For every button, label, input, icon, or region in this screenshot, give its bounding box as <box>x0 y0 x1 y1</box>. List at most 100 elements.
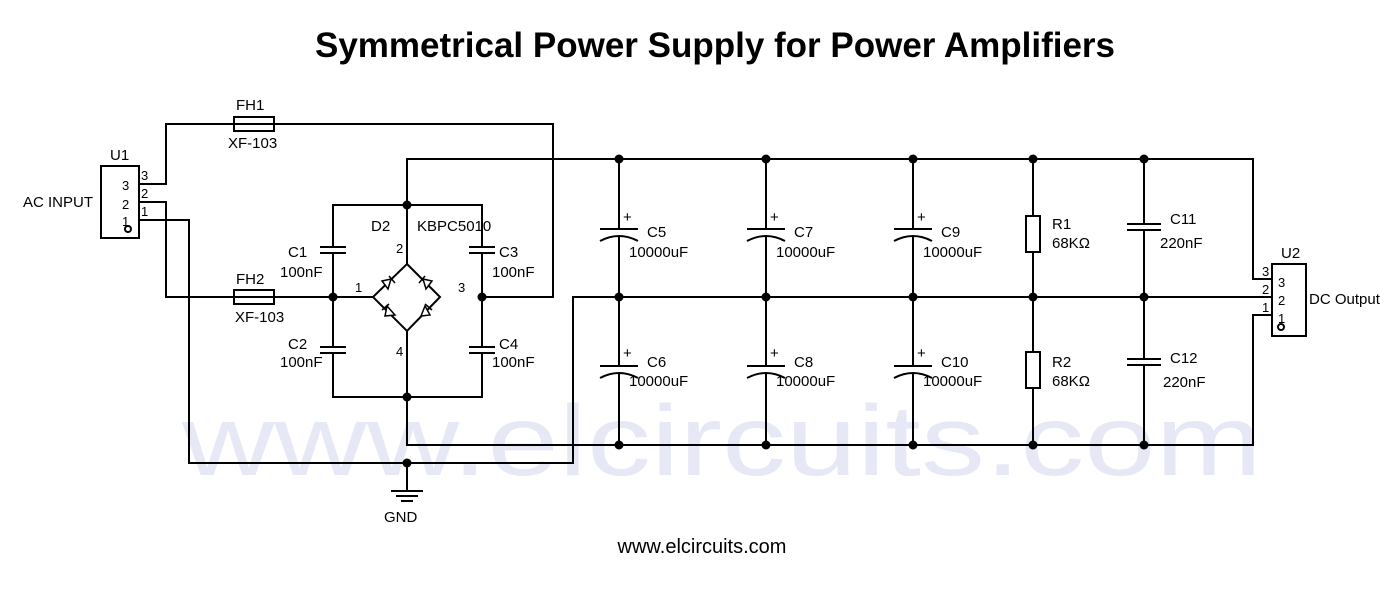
junction-dot <box>402 200 412 210</box>
cap-c4-value: 100nF <box>492 354 535 371</box>
watermark-text: www.elcircuits.com <box>181 385 1262 497</box>
junction-dot <box>908 154 918 164</box>
wires <box>139 123 1272 490</box>
output-pin-number-1: 1 <box>1262 300 1269 315</box>
output-pin-label-2: 2 <box>1278 293 1285 308</box>
capacitor-c7: + C7 10000uF <box>746 209 835 261</box>
cap-c10-value: 10000uF <box>923 373 982 390</box>
polarity-plus-icon: + <box>770 345 779 362</box>
bridge-pin-2: 2 <box>396 241 403 256</box>
ground-symbol: GND <box>384 490 423 526</box>
cap-c3-ref: C3 <box>499 244 518 261</box>
fuse-fh1: FH1 XF-103 <box>228 97 277 152</box>
cap-c9-ref: C9 <box>941 224 960 241</box>
junction-dot <box>477 292 487 302</box>
resistor-r1: R1 68KΩ <box>1025 215 1090 253</box>
cap-c11-ref: C11 <box>1170 211 1196 228</box>
ground-icon <box>391 490 423 502</box>
output-connector-ref: U2 <box>1281 245 1300 262</box>
junction-dot <box>328 292 338 302</box>
cap-c12-ref: C12 <box>1170 350 1198 367</box>
bridge-rectifier-d2: D2 KBPC5010 2 1 3 4 <box>355 218 491 359</box>
cap-c2-ref: C2 <box>288 336 307 353</box>
cap-c10-ref: C10 <box>941 354 969 371</box>
output-connector-label: DC Output <box>1309 291 1381 308</box>
cap-c2-value: 100nF <box>280 354 323 371</box>
resistor-r2-value: 68KΩ <box>1052 373 1090 390</box>
output-pin-number-2: 2 <box>1262 282 1269 297</box>
input-pin-number-1: 1 <box>141 204 148 219</box>
junction-dot <box>1028 292 1038 302</box>
polarity-plus-icon: + <box>917 209 926 226</box>
capacitor-c5: + C5 10000uF <box>599 209 688 261</box>
junction-dot <box>908 440 918 450</box>
cap-c8-value: 10000uF <box>776 373 835 390</box>
resistor-r2: R2 68KΩ <box>1025 351 1090 390</box>
resistor-r1-value: 68KΩ <box>1052 235 1090 252</box>
junction-dot <box>402 392 412 402</box>
input-pin-label-1: 1 <box>122 214 129 229</box>
bridge-ref: D2 <box>371 218 390 235</box>
polarity-plus-icon: + <box>770 209 779 226</box>
input-pin-label-3: 3 <box>122 178 129 193</box>
capacitor-c12: C12 220nF <box>1127 350 1206 391</box>
fuse-fh2: FH2 XF-103 <box>233 271 284 326</box>
diode-icon <box>419 303 433 317</box>
diode-icon <box>381 303 397 317</box>
output-pin-label-3: 3 <box>1278 275 1285 290</box>
junction-dot <box>614 292 624 302</box>
cap-c11-value: 220nF <box>1160 235 1203 252</box>
cap-c8-ref: C8 <box>794 354 813 371</box>
diode-icon <box>418 275 434 291</box>
polarity-plus-icon: + <box>623 345 632 362</box>
capacitor-c9: + C9 10000uF <box>893 209 982 261</box>
input-pin-number-2: 2 <box>141 186 148 201</box>
resistor-r1-ref: R1 <box>1052 216 1071 233</box>
junction-dot <box>761 440 771 450</box>
cap-c12-value: 220nF <box>1163 374 1206 391</box>
output-pin-label-1: 1 <box>1278 311 1285 326</box>
polarity-plus-icon: + <box>917 345 926 362</box>
junction-dot <box>1139 440 1149 450</box>
page-title: Symmetrical Power Supply for Power Ampli… <box>315 26 1115 65</box>
bridge-pin-4: 4 <box>396 344 403 359</box>
cap-c4-ref: C4 <box>499 336 518 353</box>
junction-dot <box>614 440 624 450</box>
cap-c7-ref: C7 <box>794 224 813 241</box>
junction-dot <box>614 154 624 164</box>
junction-dot <box>1028 154 1038 164</box>
input-pin-number-3: 3 <box>141 168 148 183</box>
cap-c1-value: 100nF <box>280 264 323 281</box>
output-connector-u2: U2 DC Output 3 2 1 3 2 1 <box>1262 245 1381 337</box>
junction-dot <box>761 292 771 302</box>
cap-c5-ref: C5 <box>647 224 666 241</box>
capacitor-c3: C3 100nF <box>469 244 535 281</box>
fuse-fh1-ref: FH1 <box>236 97 264 114</box>
input-connector-label: AC INPUT <box>23 194 93 211</box>
bridge-pin-1: 1 <box>355 280 362 295</box>
diode-icon <box>380 275 396 291</box>
junction-dot <box>402 458 412 468</box>
junction-dot <box>1028 440 1038 450</box>
capacitor-c11: C11 220nF <box>1127 211 1203 252</box>
fuse-fh2-value: XF-103 <box>235 309 284 326</box>
capacitor-c2: C2 100nF <box>280 336 346 371</box>
cap-c6-value: 10000uF <box>629 373 688 390</box>
capacitor-c8: + C8 10000uF <box>746 345 835 390</box>
bridge-pin-3: 3 <box>458 280 465 295</box>
ground-label: GND <box>384 509 418 526</box>
capacitor-c1: C1 100nF <box>280 244 346 281</box>
junction-dot <box>1139 292 1149 302</box>
pin-marker-icon <box>124 225 132 233</box>
junction-dot <box>761 154 771 164</box>
polarity-plus-icon: + <box>623 209 632 226</box>
output-pin-number-3: 3 <box>1262 264 1269 279</box>
capacitor-c4: C4 100nF <box>469 336 535 371</box>
pin-marker-icon <box>1277 323 1285 331</box>
fuse-fh2-ref: FH2 <box>236 271 264 288</box>
cap-c7-value: 10000uF <box>776 244 835 261</box>
footer-url: www.elcircuits.com <box>617 536 787 558</box>
cap-c6-ref: C6 <box>647 354 666 371</box>
input-connector-ref: U1 <box>110 147 129 164</box>
